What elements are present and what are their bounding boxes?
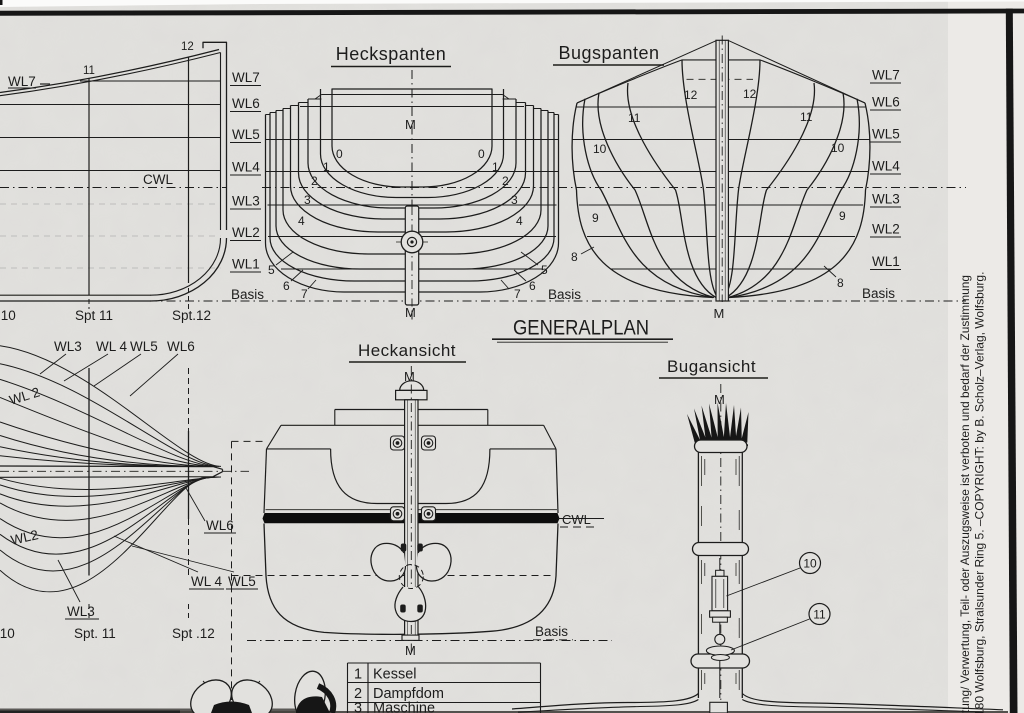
svg-text:Spt. 11: Spt. 11 bbox=[74, 626, 116, 641]
svg-text:10: 10 bbox=[831, 141, 845, 155]
svg-text:Spt .12: Spt .12 bbox=[172, 626, 215, 641]
svg-text:M: M bbox=[404, 369, 415, 384]
svg-text:WL2: WL2 bbox=[232, 225, 260, 240]
svg-text:M: M bbox=[714, 392, 725, 407]
svg-text:9: 9 bbox=[839, 209, 846, 223]
svg-text:WL3: WL3 bbox=[872, 192, 900, 207]
svg-text:M: M bbox=[405, 117, 416, 132]
svg-text:WL7: WL7 bbox=[8, 74, 36, 89]
svg-text:WL6: WL6 bbox=[206, 518, 234, 533]
svg-text:.10: .10 bbox=[0, 626, 15, 641]
svg-text:11: 11 bbox=[800, 110, 813, 124]
svg-text:WL5: WL5 bbox=[232, 127, 260, 142]
svg-text:8: 8 bbox=[571, 250, 578, 264]
svg-text:WL5: WL5 bbox=[872, 127, 900, 142]
svg-text:WL1: WL1 bbox=[232, 257, 260, 272]
svg-text:11: 11 bbox=[813, 608, 826, 622]
svg-text:CWL: CWL bbox=[143, 172, 173, 187]
svg-text:0: 0 bbox=[336, 147, 343, 161]
svg-text:WL3: WL3 bbox=[67, 604, 95, 619]
svg-text:CWL: CWL bbox=[562, 512, 591, 527]
svg-text:Bugspanten: Bugspanten bbox=[558, 43, 659, 63]
svg-text:M: M bbox=[405, 305, 416, 320]
svg-text:WL4: WL4 bbox=[872, 159, 900, 174]
svg-text:9: 9 bbox=[592, 211, 599, 225]
svg-text:1: 1 bbox=[492, 160, 499, 174]
svg-text:WL7: WL7 bbox=[872, 68, 900, 83]
svg-text:WL3: WL3 bbox=[232, 194, 260, 209]
svg-text:Basis: Basis bbox=[535, 624, 568, 639]
svg-text:2: 2 bbox=[354, 686, 362, 702]
svg-text:Basis: Basis bbox=[231, 287, 264, 302]
svg-text:3: 3 bbox=[354, 701, 362, 713]
svg-text:WL 4: WL 4 bbox=[96, 339, 127, 354]
svg-text:5: 5 bbox=[541, 263, 548, 277]
svg-text:6: 6 bbox=[283, 279, 290, 293]
svg-text:Bugansicht: Bugansicht bbox=[667, 357, 756, 376]
svg-text:10: 10 bbox=[803, 557, 817, 571]
svg-text:0: 0 bbox=[478, 147, 485, 161]
svg-text:WL6: WL6 bbox=[872, 95, 900, 110]
svg-text:WL3: WL3 bbox=[54, 339, 82, 354]
svg-text:3: 3 bbox=[511, 193, 518, 207]
svg-text:180 Wolfsburg, Stralsunder Rin: 180 Wolfsburg, Stralsunder Ring 5. –COPY… bbox=[973, 272, 987, 713]
svg-text:WL7: WL7 bbox=[232, 70, 260, 85]
svg-text:.10: .10 bbox=[0, 308, 16, 323]
svg-text:WL5: WL5 bbox=[130, 339, 158, 354]
svg-text:M: M bbox=[714, 306, 725, 321]
svg-text:12: 12 bbox=[743, 87, 757, 101]
svg-text:Basis: Basis bbox=[862, 286, 895, 301]
svg-text:7: 7 bbox=[514, 287, 521, 301]
svg-text:11: 11 bbox=[83, 65, 95, 77]
svg-text:4: 4 bbox=[516, 214, 523, 228]
svg-text:WL2: WL2 bbox=[9, 527, 39, 548]
svg-text:WL2: WL2 bbox=[872, 222, 900, 237]
svg-text:Heckspanten: Heckspanten bbox=[336, 44, 447, 64]
svg-text:Heckansicht: Heckansicht bbox=[358, 341, 456, 360]
svg-text:rtung/ Verwertung, Teil- oder: rtung/ Verwertung, Teil- oder Auszugswei… bbox=[958, 275, 972, 713]
svg-text:WL 4: WL 4 bbox=[191, 574, 222, 589]
svg-text:WL6: WL6 bbox=[167, 339, 195, 354]
svg-text:WL1: WL1 bbox=[872, 254, 900, 269]
svg-text:12: 12 bbox=[684, 88, 698, 102]
svg-text:Spt.12: Spt.12 bbox=[172, 308, 211, 323]
svg-text:5: 5 bbox=[268, 263, 275, 277]
svg-text:7: 7 bbox=[301, 287, 308, 301]
svg-text:6: 6 bbox=[529, 279, 536, 293]
svg-text:WL6: WL6 bbox=[232, 96, 260, 111]
svg-text:Basis: Basis bbox=[548, 287, 581, 302]
svg-text:Maschine: Maschine bbox=[373, 701, 435, 713]
svg-text:4: 4 bbox=[298, 214, 305, 228]
svg-text:3: 3 bbox=[304, 193, 311, 207]
svg-text:12: 12 bbox=[181, 41, 194, 53]
svg-text:8: 8 bbox=[837, 276, 844, 290]
svg-text:WL5: WL5 bbox=[228, 574, 256, 589]
svg-text:WL4: WL4 bbox=[232, 160, 260, 175]
svg-text:1: 1 bbox=[354, 667, 362, 683]
svg-text:M: M bbox=[405, 643, 416, 658]
svg-text:11: 11 bbox=[628, 111, 641, 125]
svg-text:Kessel: Kessel bbox=[373, 667, 417, 683]
svg-text:2: 2 bbox=[311, 174, 318, 188]
svg-text:2: 2 bbox=[502, 174, 509, 188]
svg-text:Spt 11: Spt 11 bbox=[75, 308, 113, 323]
svg-text:10: 10 bbox=[593, 142, 607, 156]
svg-text:GENERALPLAN: GENERALPLAN bbox=[513, 316, 649, 340]
svg-text:Dampfdom: Dampfdom bbox=[373, 686, 444, 702]
svg-text:1: 1 bbox=[323, 160, 330, 174]
